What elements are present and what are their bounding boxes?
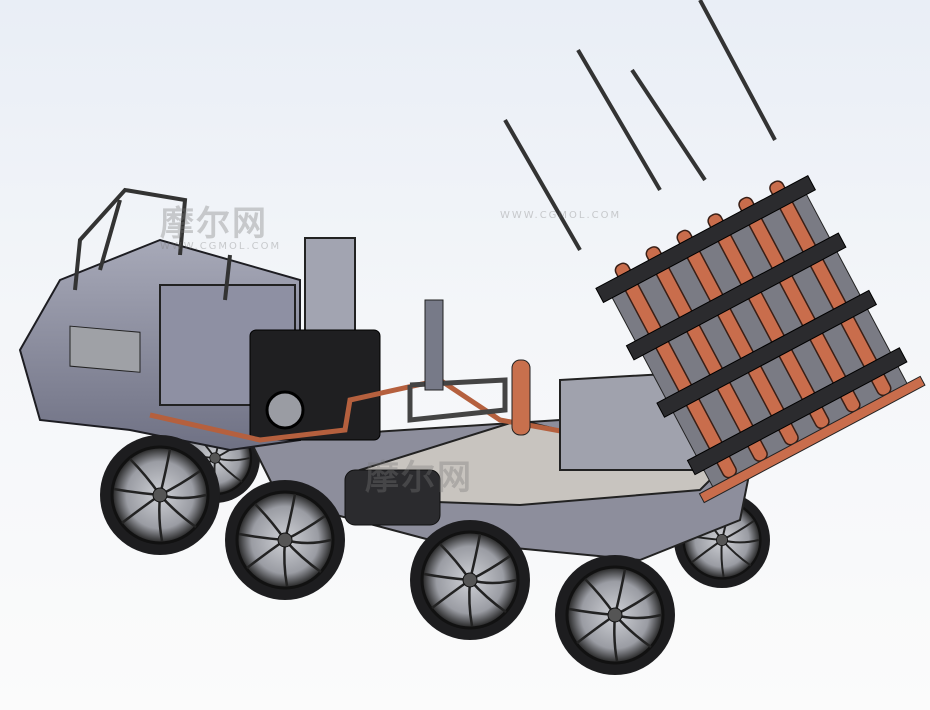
- pod-frame-bands: [595, 174, 908, 476]
- rocket-tubes: [614, 180, 892, 479]
- antenna-rods: [503, 0, 777, 251]
- black-engine-block: [249, 329, 381, 441]
- pod-base-plate: [698, 375, 926, 504]
- spare-rocket: [511, 359, 531, 436]
- wheel-front-1: [98, 433, 222, 557]
- fuel-tank: [344, 469, 441, 526]
- cab-window: [69, 325, 141, 373]
- rocket-launcher-pod: [595, 174, 926, 504]
- engine-lens: [265, 390, 305, 430]
- mast-post: [424, 299, 444, 391]
- wheel-front-4: [553, 553, 677, 677]
- wheel-front-3: [408, 518, 532, 642]
- wheel-front-2: [223, 478, 347, 602]
- exhaust-stack: [304, 237, 356, 339]
- copper-pipe: [149, 377, 721, 463]
- roof-rail: [73, 187, 232, 301]
- frame-rail: [407, 377, 508, 423]
